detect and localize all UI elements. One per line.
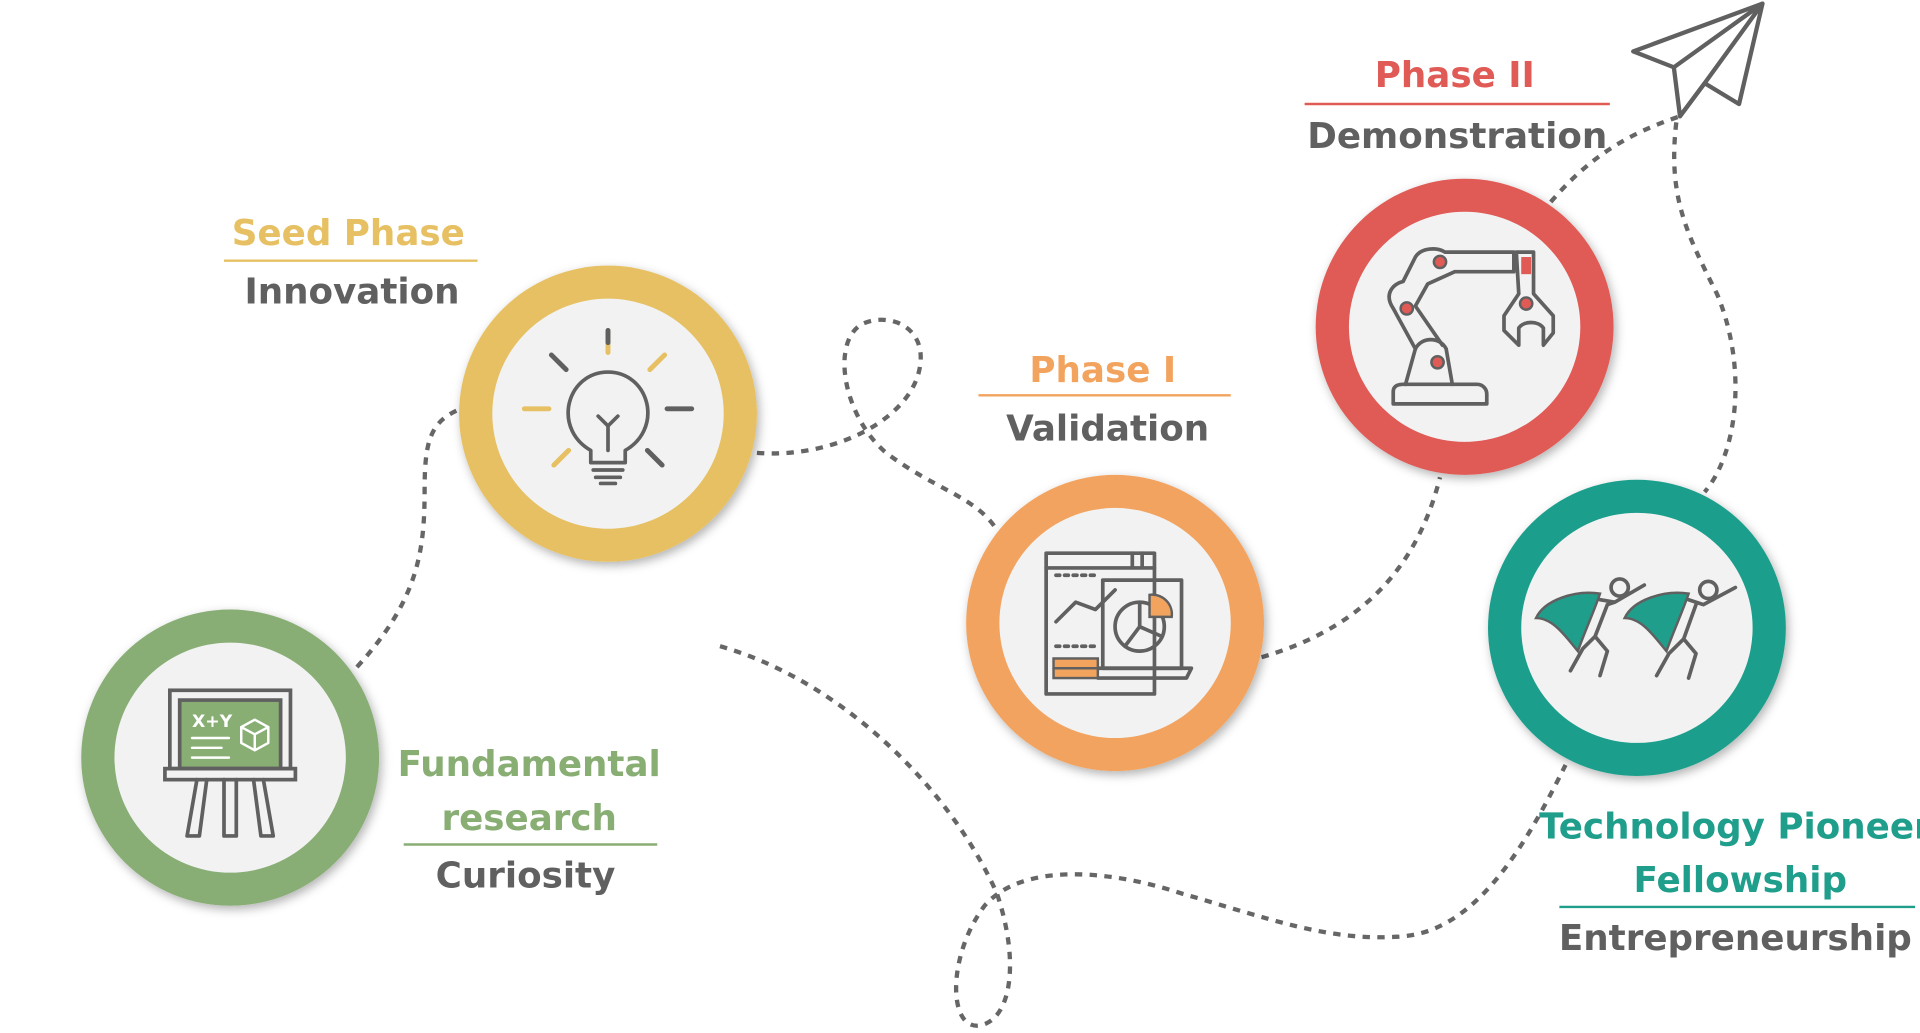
stage-title-line-2: Fellowship — [1634, 860, 1847, 901]
board-formula: X+Y — [192, 712, 233, 732]
superheroes-icon — [1534, 577, 1738, 680]
path-plane-to-pioneer — [1672, 122, 1738, 494]
stage-circle-pioneer — [1488, 479, 1786, 776]
stage-circle-seed — [459, 265, 757, 562]
label-seed: Seed Phase Innovation — [224, 213, 478, 313]
paper-plane-icon — [1631, 1, 1765, 119]
stage-title-line-2: research — [442, 798, 617, 839]
dashed-journey-path — [355, 114, 1738, 1028]
stage-subtitle: Curiosity — [436, 855, 616, 896]
stage-title: Phase I — [1029, 350, 1176, 391]
path-phase2-to-plane — [1549, 114, 1681, 204]
stage-title: Phase II — [1375, 55, 1535, 96]
stage-subtitle: Validation — [1006, 409, 1209, 450]
robot-arm-icon — [1387, 247, 1556, 406]
label-fundamental: Fundamental research Curiosity — [398, 744, 661, 896]
label-phase2: Phase II Demonstration — [1304, 55, 1610, 157]
label-phase1: Phase I Validation — [978, 350, 1231, 450]
label-pioneer: Technology Pioneer Fellowship Entreprene… — [1539, 806, 1920, 958]
stage-circle-fundamental: X+Y — [81, 609, 380, 906]
lightbulb-icon — [521, 328, 695, 486]
easel-board-icon: X+Y — [163, 688, 298, 838]
path-bottom-loop — [719, 644, 1568, 1028]
stage-title: Seed Phase — [232, 213, 465, 254]
stage-subtitle: Demonstration — [1307, 116, 1607, 157]
path-phase1-to-phase2 — [1260, 476, 1443, 660]
stage-circle-phase1 — [966, 474, 1264, 772]
analytics-chart-icon — [1044, 551, 1194, 696]
stage-title-line-1: Technology Pioneer — [1539, 806, 1920, 847]
stage-circle-phase2 — [1315, 178, 1614, 475]
path-seed-to-phase1 — [756, 317, 997, 528]
stage-title-line-1: Fundamental — [398, 744, 661, 785]
stage-subtitle: Innovation — [244, 272, 459, 313]
path-fundamental-to-seed — [355, 408, 459, 669]
stage-subtitle: Entrepreneurship — [1559, 918, 1912, 959]
